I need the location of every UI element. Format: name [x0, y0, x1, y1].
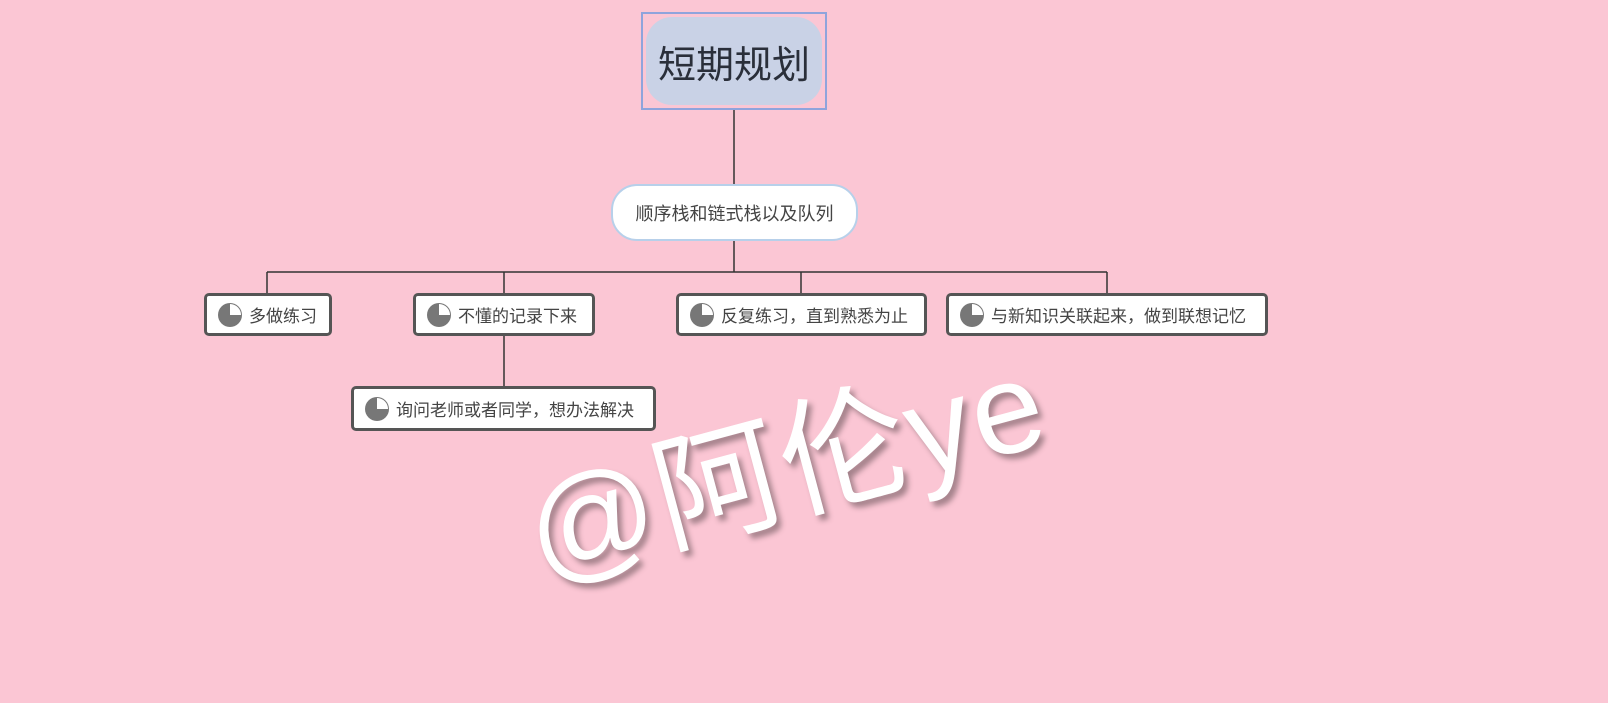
- root-topic[interactable]: 短期规划: [646, 17, 822, 105]
- task-label: 不懂的记录下来: [458, 307, 577, 327]
- progress-pie-icon: [365, 396, 389, 421]
- task-node-practice[interactable]: 多做练习: [204, 293, 332, 336]
- progress-pie-icon: [960, 302, 984, 327]
- progress-pie-icon: [218, 302, 242, 327]
- task-label: 多做练习: [249, 307, 317, 327]
- task-label: 与新知识关联起来，做到联想记忆: [991, 307, 1246, 327]
- task-node-associate[interactable]: 与新知识关联起来，做到联想记忆: [946, 293, 1268, 336]
- main-topic[interactable]: 顺序栈和链式栈以及队列: [611, 184, 858, 241]
- task-node-record[interactable]: 不懂的记录下来: [413, 293, 595, 336]
- progress-pie-icon: [427, 302, 451, 327]
- subtask-node-ask[interactable]: 询问老师或者同学，想办法解决: [351, 386, 656, 431]
- subtask-label: 询问老师或者同学，想办法解决: [396, 401, 634, 421]
- progress-pie-icon: [690, 302, 714, 327]
- main-topic-label: 顺序栈和链式栈以及队列: [635, 203, 834, 225]
- task-node-repeat[interactable]: 反复练习，直到熟悉为止: [676, 293, 927, 336]
- root-selection-frame: [641, 12, 827, 110]
- root-topic-label: 短期规划: [657, 42, 810, 87]
- task-label: 反复练习，直到熟悉为止: [721, 307, 908, 327]
